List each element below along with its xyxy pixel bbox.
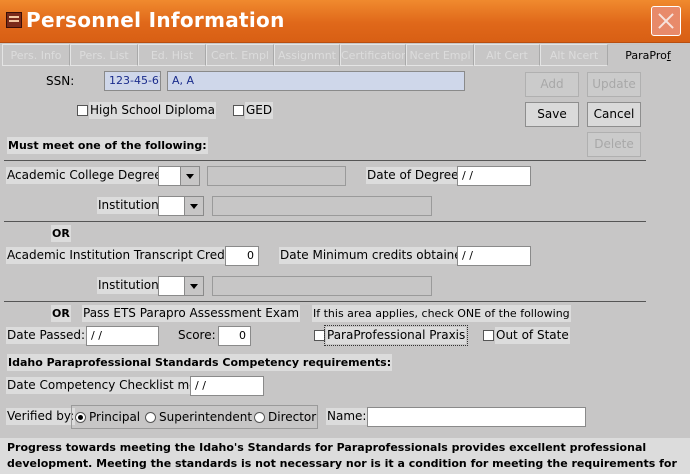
director-radio[interactable] — [254, 412, 265, 423]
update-button[interactable]: Update — [587, 72, 641, 97]
academic-degree-label: Academic College Degree: — [6, 167, 167, 184]
chevron-down-icon[interactable] — [180, 167, 199, 185]
superintendent-label: Superintendent — [159, 410, 253, 424]
principal-radio[interactable] — [75, 412, 86, 423]
ssn-label: SSN: — [46, 74, 75, 88]
close-icon[interactable] — [651, 6, 681, 36]
transcript-credits-label: Academic Institution Transcript Credits: — [6, 247, 245, 264]
competency-heading: Idaho Paraprofessional Standards Compete… — [7, 354, 393, 371]
applies-instruction-label: If this area applies, check ONE of the f… — [312, 305, 571, 322]
degree-institution-select[interactable] — [158, 196, 204, 216]
separator — [4, 160, 646, 161]
tab-alt-ncert[interactable]: Alt Ncert — [540, 44, 608, 66]
credits-institution-select[interactable] — [158, 276, 204, 296]
credits-institution-name-field — [212, 276, 432, 296]
date-passed-field[interactable]: / / — [86, 326, 159, 346]
delete-button[interactable]: Delete — [587, 132, 641, 157]
verifier-name-field[interactable] — [367, 407, 586, 427]
or-label: OR — [51, 225, 71, 242]
transcript-credits-field[interactable]: 0 — [225, 246, 259, 266]
ets-exam-label: Pass ETS Parapro Assessment Exam — [82, 305, 301, 322]
tab-paraprof[interactable]: ParaProf — [608, 44, 688, 66]
ssn-field[interactable]: 123-45-6789 — [104, 71, 161, 91]
tab-cert-empl[interactable]: Cert. Empl — [206, 44, 274, 66]
employee-name-field[interactable]: A, A — [167, 71, 465, 91]
degree-institution-label: Institution: — [97, 197, 164, 214]
title-bar[interactable]: Personnel Information — [0, 0, 690, 43]
degree-institution-name-field — [212, 196, 432, 216]
tab-ed-hist[interactable]: Ed. Hist — [138, 44, 206, 66]
tab-assignmnt[interactable]: Assignmnt — [274, 44, 340, 66]
chevron-down-icon[interactable] — [184, 197, 203, 215]
cancel-button[interactable]: Cancel — [587, 102, 641, 127]
window-title: Personnel Information — [26, 8, 285, 32]
credits-institution-label: Institution: — [97, 277, 164, 294]
principal-label: Principal — [89, 410, 141, 424]
high-school-diploma-label: High School Diploma — [89, 102, 216, 119]
academic-degree-select[interactable] — [158, 166, 200, 186]
add-button[interactable]: Add — [525, 72, 579, 97]
ged-checkbox[interactable] — [233, 105, 244, 116]
tab-pers-info[interactable]: Pers. Info — [2, 44, 70, 66]
verified-by-group — [71, 405, 318, 429]
footer-note: Progress towards meeting the Idaho's Sta… — [0, 438, 690, 474]
date-of-degree-label: Date of Degree: — [366, 167, 464, 184]
director-label: Director — [268, 410, 317, 424]
tab-alt-cert[interactable]: Alt Cert — [474, 44, 540, 66]
exam-or-label: OR — [51, 305, 71, 322]
score-label: Score: — [178, 328, 216, 342]
tab-paraprof-label: ParaPro — [625, 49, 667, 62]
date-passed-label: Date Passed: — [6, 327, 87, 344]
high-school-diploma-checkbox[interactable] — [77, 105, 88, 116]
separator — [4, 301, 646, 302]
app-book-icon — [6, 12, 22, 28]
tab-pers-list[interactable]: Pers. List — [70, 44, 138, 66]
date-of-degree-field[interactable]: / / — [457, 166, 531, 186]
chevron-down-icon[interactable] — [184, 277, 203, 295]
verifier-name-label: Name: — [326, 408, 368, 425]
separator — [4, 221, 646, 222]
out-of-state-label: Out of State — [495, 327, 570, 344]
academic-degree-description-field — [207, 166, 346, 186]
parapro-praxis-checkbox[interactable] — [314, 330, 325, 341]
superintendent-radio[interactable] — [145, 412, 156, 423]
date-min-credits-label: Date Minimum credits obtained: — [279, 247, 475, 264]
verified-by-label: Verified by: — [6, 408, 76, 425]
tab-paraprof-accel: f — [666, 49, 671, 62]
score-field[interactable]: 0 — [218, 326, 251, 346]
parapro-praxis-label: ParaProfessional Praxis — [323, 325, 469, 346]
competency-date-field[interactable]: / / — [190, 376, 264, 396]
competency-date-label: Date Competency Checklist met: — [6, 377, 207, 394]
must-meet-heading: Must meet one of the following: — [7, 137, 208, 154]
date-min-credits-field[interactable]: / / — [457, 246, 531, 266]
out-of-state-checkbox[interactable] — [483, 330, 494, 341]
save-button[interactable]: Save — [525, 102, 579, 127]
tab-certification[interactable]: Certification — [340, 44, 406, 66]
tab-ncert-empl[interactable]: Ncert Empl — [406, 44, 474, 66]
ged-label: GED — [245, 102, 274, 119]
